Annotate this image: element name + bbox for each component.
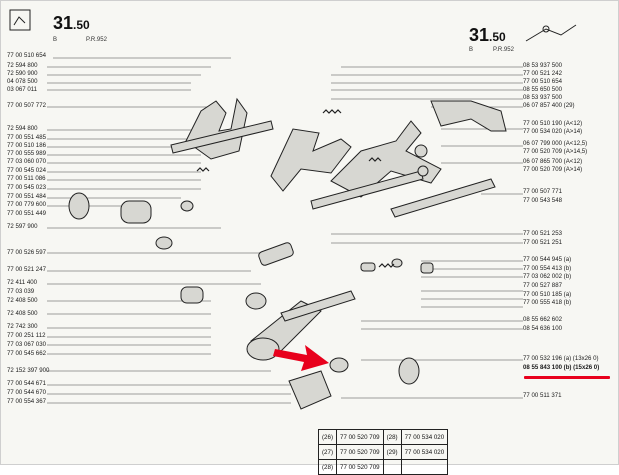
red-arrow-icon (273, 345, 329, 371)
left-part: 72 408 500 (7, 310, 38, 317)
header-right-icon (521, 21, 581, 52)
left-part: 77 00 526 597 (7, 249, 46, 256)
left-part: 77 00 251 112 (7, 332, 46, 339)
right-part: 77 00 510 185 (a) (523, 291, 572, 298)
legend-row: (26) 77 00 520 709 (28) 77 00 534 020 (317, 429, 449, 445)
left-part: 72 742 300 (7, 323, 38, 330)
legend-row: (28) 77 00 520 709 (317, 459, 449, 475)
legend-part: 77 00 534 020 (400, 444, 449, 460)
left-part: 77 00 544 670 (7, 389, 46, 396)
header-right-dec: .50 (489, 30, 506, 44)
header-left-code: 31.50 (53, 13, 90, 34)
right-part: 77 00 527 887 (523, 282, 562, 289)
right-part: 77 00 554 413 (b) (523, 265, 572, 272)
left-part: 77 00 551 449 (7, 210, 46, 217)
right-part: 08 55 662 602 (523, 316, 562, 323)
left-part: 77 00 544 671 (7, 380, 46, 387)
left-part: 77 00 545 024 (7, 167, 46, 174)
right-part: 77 00 555 418 (b) (523, 299, 572, 306)
legend-ref: (29) (382, 444, 402, 460)
left-part: 77 00 779 600 (7, 201, 46, 208)
header-left-ref: P.R.952 (86, 37, 107, 43)
header-right-sub: B (469, 47, 474, 53)
right-part: 77 03 062 002 (b) (523, 273, 572, 280)
right-part: 06 07 799 000 (A<12,5) (523, 140, 588, 147)
legend-part: 77 00 534 020 (400, 429, 449, 445)
left-part: 77 00 551 484 (7, 193, 46, 200)
right-part: 77 00 510 190 (A<12) (523, 120, 583, 127)
legend-part: 77 00 520 709 (336, 444, 384, 460)
left-part: 77 03 039 (7, 288, 35, 295)
header-left-icon (9, 9, 31, 36)
header-right-num: 31 (469, 25, 490, 45)
highlight-underline (524, 376, 610, 379)
left-part: 77 00 510 654 (7, 52, 46, 59)
legend-ref: (28) (382, 429, 402, 445)
header-left-dec: .50 (73, 18, 90, 32)
right-part: 77 00 521 242 (523, 70, 562, 77)
left-part: 72 597 900 (7, 223, 38, 230)
legend-ref: (26) (317, 429, 338, 445)
right-part: 06 07 857 400 (29) (523, 102, 575, 109)
legend-ref: (28) (317, 459, 338, 475)
right-part: 06 07 865 700 (A<12) (523, 158, 583, 165)
right-part: 77 00 544 945 (a) (523, 256, 572, 263)
left-part: 77 03 060 070 (7, 158, 46, 165)
right-part: 08 55 650 500 (523, 86, 562, 93)
left-part: 77 00 510 186 (7, 142, 46, 149)
gearbox-icon (9, 9, 31, 31)
left-part: 03 067 011 (7, 86, 38, 93)
left-part: 72 590 900 (7, 70, 38, 77)
header-right-code: 31.50 (469, 25, 506, 46)
left-part: 72 594 800 (7, 62, 38, 69)
right-part: 77 00 521 251 (523, 239, 562, 246)
left-part: 72 152 397 900 (7, 367, 50, 374)
gear-lever-icon (525, 24, 577, 42)
legend-row: (27) 77 00 520 709 (29) 77 00 534 020 (317, 444, 449, 460)
left-part: 77 00 555 989 (7, 150, 46, 157)
left-part: 77 00 554 367 (7, 398, 46, 405)
right-part: 77 00 520 709 (A>14,5) (523, 148, 588, 155)
left-part: 77 00 511 086 (7, 175, 46, 182)
header-left-num: 31 (53, 13, 74, 33)
right-part: 77 00 534 020 (A>14) (523, 128, 583, 135)
right-part-highlighted: 08 55 843 100 (b) (15x26 0) (523, 364, 600, 371)
right-part: 08 53 937 500 (523, 62, 562, 69)
right-part: 77 00 510 654 (523, 78, 562, 85)
legend-table: (26) 77 00 520 709 (28) 77 00 534 020 (2… (317, 429, 449, 475)
left-part: 77 00 551 485 (7, 134, 46, 141)
left-part: 72 408 500 (7, 297, 38, 304)
right-part: 77 00 521 253 (523, 230, 562, 237)
right-part: 77 00 532 196 (a) (13x26 0) (523, 355, 599, 362)
left-part: 04 078 500 (7, 78, 38, 85)
left-part: 77 00 545 023 (7, 184, 46, 191)
right-part: 77 00 511 371 (523, 392, 562, 399)
left-part: 72 594 800 (7, 125, 38, 132)
header-right-ref: P.R.952 (493, 47, 514, 53)
left-part: 77 00 545 662 (7, 350, 46, 357)
left-part: 77 03 067 030 (7, 341, 46, 348)
left-part: 77 00 521 247 (7, 266, 46, 273)
right-part: 77 00 520 709 (A>14) (523, 166, 583, 173)
right-part: 08 54 636 100 (523, 325, 562, 332)
exploded-diagram (47, 57, 523, 410)
right-part: 77 00 507 771 (523, 188, 562, 195)
right-part: 08 53 937 500 (523, 94, 562, 101)
legend-part: 77 00 520 709 (336, 429, 384, 445)
left-part: 77 00 507 772 (7, 102, 46, 109)
legend-ref: (27) (317, 444, 338, 460)
right-part: 77 00 543 548 (523, 197, 562, 204)
legend-part: 77 00 520 709 (336, 459, 384, 475)
left-part: 72 411 400 (7, 279, 38, 286)
header-left-sub: B (53, 37, 58, 43)
